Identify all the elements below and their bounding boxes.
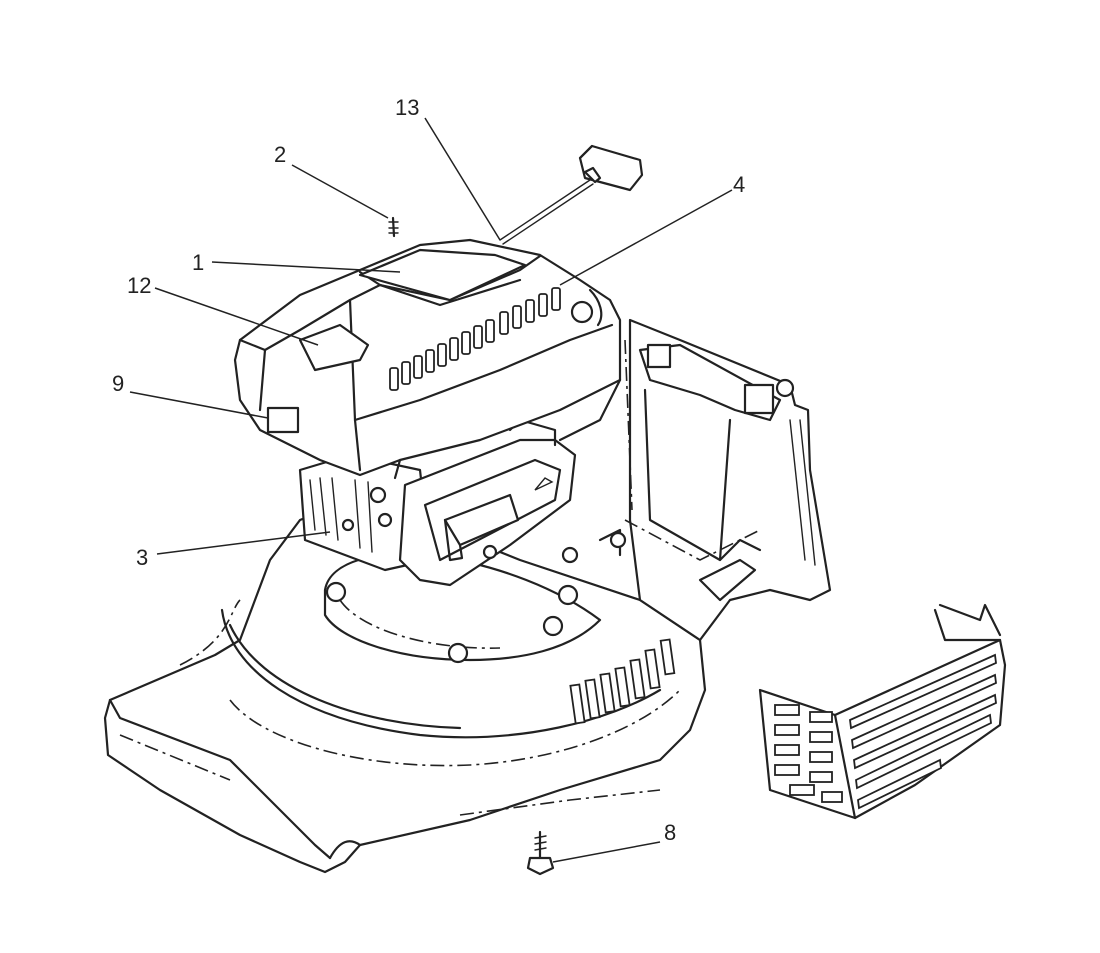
screw-part-2 [388, 216, 399, 238]
mower-deck [103, 498, 707, 874]
callout-4: 4 [733, 172, 745, 197]
rear-grille [758, 603, 1007, 820]
air-filter-box [398, 418, 577, 587]
callout-labels: 13 2 4 1 12 9 3 8 [112, 95, 745, 845]
starter-handle [499, 144, 644, 245]
callout-9: 9 [112, 371, 124, 396]
callout-3: 3 [136, 545, 148, 570]
leader-3 [156, 531, 331, 555]
callout-2: 2 [274, 142, 286, 167]
engine-cover [233, 238, 622, 480]
leader-9 [129, 391, 269, 419]
grille-slots-side [849, 653, 997, 810]
grille-slots-front [774, 704, 843, 803]
leader-13 [424, 117, 501, 241]
leader-8 [552, 841, 661, 863]
callout-13: 13 [395, 95, 419, 120]
leader-1 [211, 261, 401, 273]
callout-12: 12 [127, 273, 151, 298]
leader-lines [129, 117, 733, 863]
rear-housing [598, 318, 832, 642]
leader-12 [154, 287, 319, 346]
cover-vent-slots [389, 287, 561, 391]
callout-1: 1 [192, 250, 204, 275]
bolt-part-8 [526, 830, 555, 876]
callout-8: 8 [664, 820, 676, 845]
deck-vent-slots [569, 638, 676, 725]
leader-4 [559, 189, 733, 286]
leader-2 [291, 164, 389, 219]
